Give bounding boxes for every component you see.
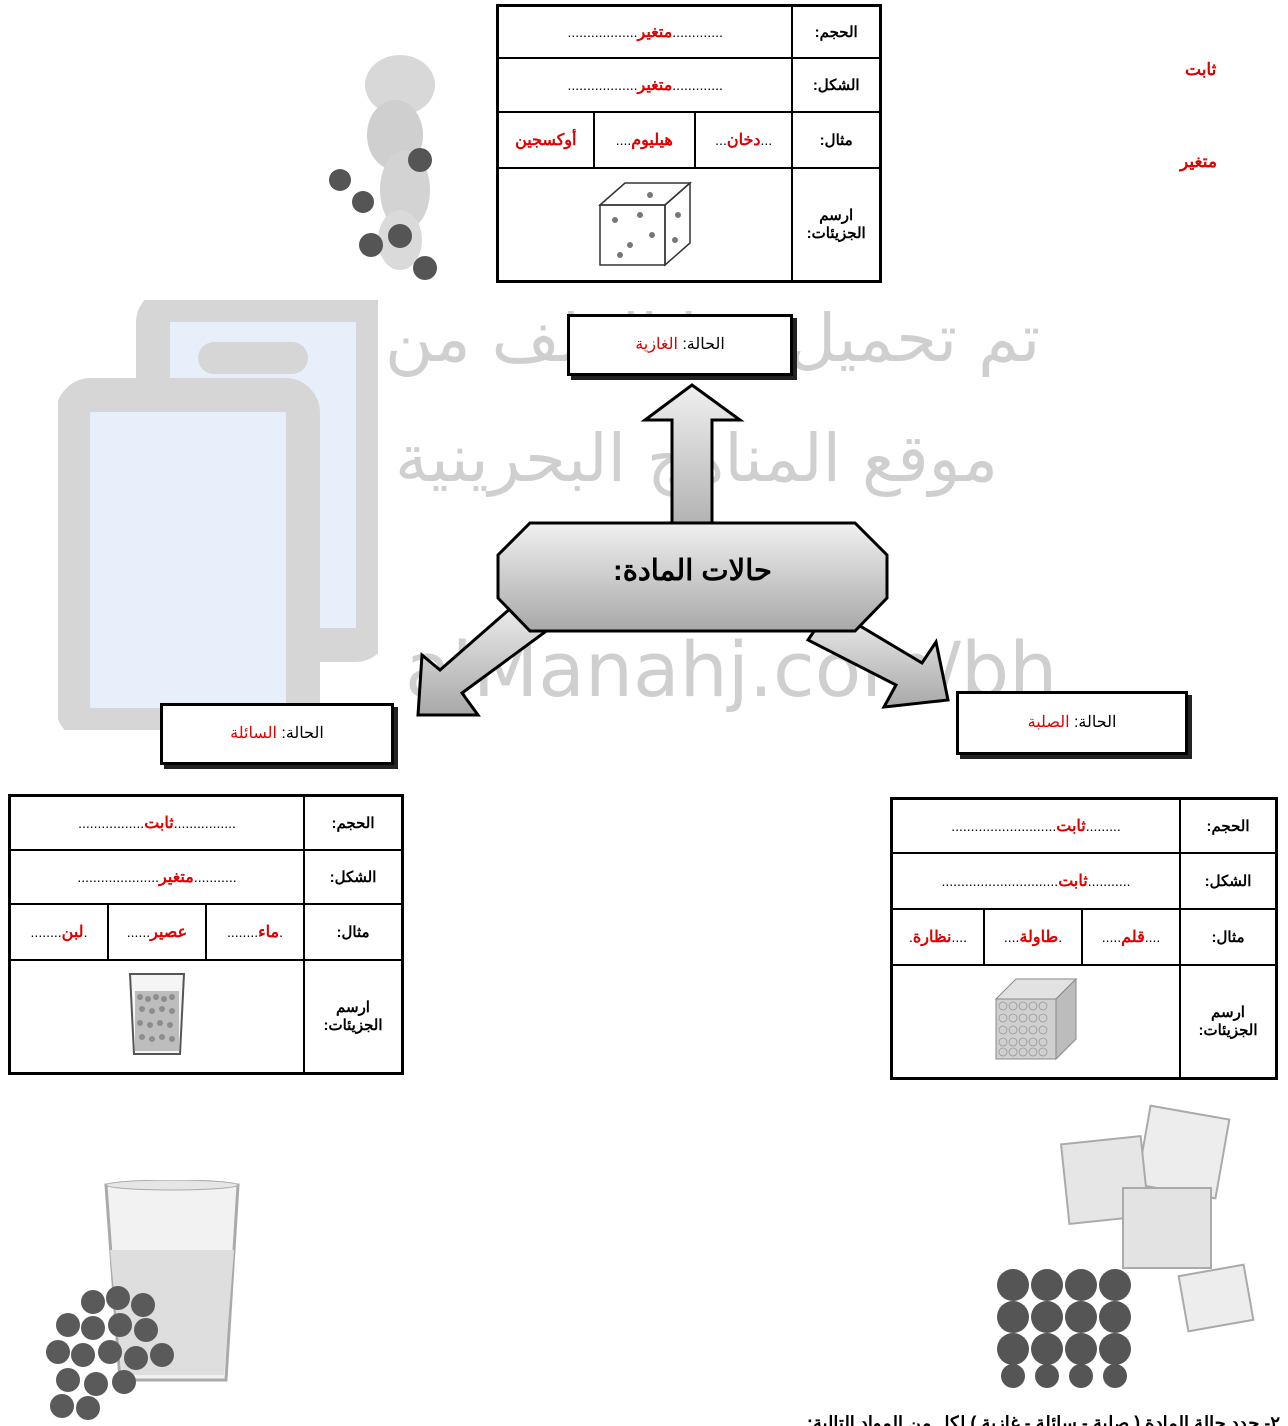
gas-shape-answer: متغير xyxy=(637,76,673,94)
liquid-example-2: عصير xyxy=(150,923,188,941)
liquid-shape-label: الشكل: xyxy=(303,848,404,905)
liquid-glass-illustration xyxy=(38,1179,248,1420)
arrow-right-down-icon xyxy=(805,605,950,709)
solid-example-1: قلم xyxy=(1121,928,1145,946)
solid-state-prefix: الحالة: xyxy=(1073,714,1117,731)
center-title: حالات المادة: xyxy=(613,555,772,587)
gas-particles-cube-icon xyxy=(598,181,693,267)
liquid-state-box: الحالة: السائلة xyxy=(160,703,394,765)
liquid-draw-label: ارسم الجزيئات: xyxy=(303,958,404,1075)
gas-state-value: الغازية xyxy=(635,336,678,353)
solid-shape-label: الشكل: xyxy=(1179,851,1278,910)
solid-example-3: نظارة xyxy=(912,928,952,946)
liquid-example-3: لبن xyxy=(61,923,84,941)
gas-example-2: هيليوم xyxy=(631,131,673,149)
solid-state-value: الصلبة xyxy=(1027,714,1070,731)
option-variable: متغير xyxy=(1180,152,1217,171)
gas-state-box: الحالة: الغازية xyxy=(567,314,793,376)
gas-properties-table: الحجم: .............متغير...............… xyxy=(496,4,882,283)
gas-draw-label: ارسم الجزيئات: xyxy=(791,166,882,283)
solid-lattice-cube-icon xyxy=(994,978,1078,1061)
gas-volume-answer: متغير xyxy=(637,23,673,41)
liquid-volume-answer: ثابت xyxy=(144,814,174,832)
solid-example-2: طاولة xyxy=(1019,928,1059,946)
gas-shape-label: الشكل: xyxy=(791,56,882,113)
arrows-diagram xyxy=(416,383,950,717)
gas-example-1: دخان xyxy=(726,131,761,149)
solid-state-box: الحالة: الصلبة xyxy=(956,691,1188,755)
watermark-logo xyxy=(56,288,390,742)
liquid-beaker-icon xyxy=(128,973,186,1056)
liquid-shape-answer: متغير xyxy=(159,868,194,886)
gas-smoke-illustration xyxy=(325,40,455,290)
gas-example-label: مثال: xyxy=(791,110,882,169)
gas-volume-label: الحجم: xyxy=(791,4,882,59)
solid-volume-label: الحجم: xyxy=(1179,797,1278,854)
liquid-example-label: مثال: xyxy=(303,902,404,961)
option-fixed: ثابت xyxy=(1185,60,1217,79)
solid-properties-table: الحجم: .........ثابت....................… xyxy=(890,797,1278,1080)
solid-ice-illustration xyxy=(995,1100,1265,1390)
arrow-left-down-icon xyxy=(416,597,548,717)
solid-volume-answer: ثابت xyxy=(1056,817,1086,835)
liquid-state-value: السائلة xyxy=(230,725,277,742)
solid-shape-answer: ثابت xyxy=(1058,872,1088,890)
solid-example-label: مثال: xyxy=(1179,907,1278,966)
liquid-properties-table: الحجم: ................ثابت.............… xyxy=(8,794,404,1075)
liquid-state-prefix: الحالة: xyxy=(281,725,324,742)
gas-state-prefix: الحالة: xyxy=(682,336,725,353)
gas-example-3: أوكسجين xyxy=(515,131,577,149)
liquid-volume-label: الحجم: xyxy=(303,794,404,851)
center-octagon-shape xyxy=(496,521,889,633)
solid-draw-label: ارسم الجزيئات: xyxy=(1179,963,1278,1080)
liquid-example-1: ماء xyxy=(258,923,280,941)
footer-question: ٢- حدد حالة المادة ( صلبة - سائلة - غازي… xyxy=(806,1413,1280,1426)
